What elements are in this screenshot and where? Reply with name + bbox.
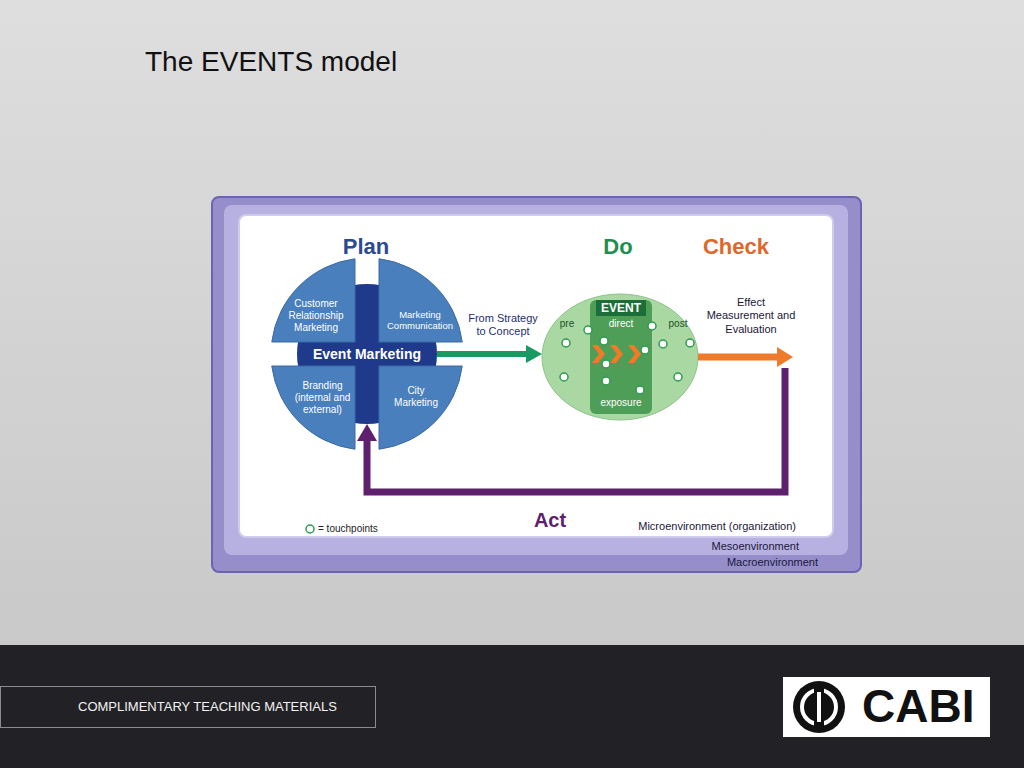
evaluation-arrowhead bbox=[777, 347, 793, 367]
event-heading: EVENT bbox=[596, 300, 646, 316]
text-holder: Macroenvironment bbox=[727, 556, 818, 569]
evaluation-arrow bbox=[698, 354, 779, 361]
marketing-quadrant: Branding (internal and external) bbox=[271, 366, 355, 450]
text-holder: Effect Measurement and Evaluation bbox=[703, 296, 799, 336]
environment-label: Microenvironment (organization) bbox=[638, 520, 796, 533]
touchpoint-dot bbox=[562, 339, 570, 347]
touchpoint-dot bbox=[674, 373, 682, 381]
quadrant-shape bbox=[379, 366, 462, 449]
touchpoint-dot bbox=[584, 326, 592, 334]
footer-band bbox=[0, 645, 1024, 768]
slide-ground bbox=[0, 0, 1024, 645]
phase-label: post bbox=[669, 318, 688, 330]
environment-label: Macroenvironment bbox=[727, 556, 818, 569]
touchpoint-dot bbox=[686, 339, 694, 347]
text-holder: Plan bbox=[343, 234, 389, 260]
connector bbox=[357, 347, 793, 492]
text-holder: EVENT bbox=[596, 300, 646, 316]
environment-label: Mesoenvironment bbox=[712, 540, 799, 553]
text-holder: Check bbox=[703, 234, 769, 260]
touchpoint-dot bbox=[602, 360, 610, 368]
quadrant-shape bbox=[272, 259, 355, 342]
arrowhead bbox=[357, 424, 377, 441]
text-holder: From Strategy to Concept bbox=[463, 312, 543, 338]
text-holder: City Marketing bbox=[389, 385, 444, 409]
touchpoint-dot bbox=[560, 373, 568, 381]
phase-heading: Check bbox=[703, 234, 769, 260]
quadrant-shape bbox=[379, 259, 462, 342]
emblem-bar bbox=[817, 692, 821, 722]
edge-label: Act bbox=[534, 508, 566, 532]
marketing-quadrant: Marketing Communication bbox=[379, 258, 463, 342]
phase-label: pre bbox=[560, 318, 574, 330]
marketing-quadrant: Customer Relationship Marketing bbox=[271, 258, 355, 342]
quadrant-label: Marketing Communication bbox=[384, 309, 456, 332]
edge-label: From Strategy to Concept bbox=[463, 312, 543, 338]
flow-chevron bbox=[628, 345, 641, 363]
act-loop bbox=[367, 368, 785, 492]
phase-label: direct bbox=[609, 318, 633, 330]
text-holder: Act bbox=[534, 508, 566, 532]
text-holder: Branding (internal and external) bbox=[290, 380, 355, 416]
text-holder: Mesoenvironment bbox=[712, 540, 799, 553]
phase-label: exposure bbox=[600, 397, 641, 409]
hub-label: Event Marketing bbox=[313, 346, 421, 363]
quadrant-label: Branding (internal and external) bbox=[290, 380, 355, 416]
text-holder: Microenvironment (organization) bbox=[638, 520, 796, 533]
touchpoint-dot bbox=[600, 337, 608, 345]
text-holder: post bbox=[669, 318, 688, 330]
text-holder: Do bbox=[603, 234, 632, 260]
cabi-emblem bbox=[783, 677, 855, 737]
marketing-quadrant: City Marketing bbox=[379, 366, 463, 450]
emblem-cut bbox=[814, 683, 824, 731]
text-holder: Event Marketing bbox=[313, 346, 421, 363]
text-holder: direct bbox=[609, 318, 633, 330]
text-holder: CABI bbox=[862, 679, 974, 734]
emblem-ring bbox=[802, 690, 836, 724]
quadrant-label: City Marketing bbox=[389, 385, 444, 409]
event-ellipse: EVENT direct exposure pre post bbox=[542, 294, 698, 420]
text-holder: COMPLIMENTARY TEACHING MATERIALS bbox=[78, 699, 337, 715]
event-ellipse-shape bbox=[542, 294, 698, 420]
touchpoint-dot bbox=[648, 322, 656, 330]
text-holder: The EVENTS model bbox=[145, 45, 397, 79]
arrowhead bbox=[526, 345, 542, 363]
phase-heading: Plan bbox=[343, 234, 389, 260]
logo-wordmark: CABI bbox=[862, 679, 974, 734]
footer-box: COMPLIMENTARY TEACHING MATERIALS bbox=[0, 686, 376, 728]
flow-chevron bbox=[610, 345, 623, 363]
touchpoint-dot bbox=[659, 340, 667, 348]
quadrant-shape bbox=[272, 366, 355, 449]
phase-heading: Do bbox=[603, 234, 632, 260]
touchpoint-dot bbox=[641, 346, 649, 354]
text-holder: Marketing Communication bbox=[384, 309, 456, 332]
touchpoint-sample bbox=[306, 525, 314, 533]
quadrant-label: Customer Relationship Marketing bbox=[285, 298, 347, 334]
slide-title: The EVENTS model bbox=[145, 45, 397, 79]
text-holder: exposure bbox=[600, 397, 641, 409]
text-holder: pre bbox=[560, 318, 574, 330]
legend-swatch bbox=[304, 523, 316, 535]
strategy-arrow bbox=[437, 351, 528, 357]
cabi-logo-box: CABI bbox=[783, 677, 990, 737]
check-note: Effect Measurement and Evaluation bbox=[703, 296, 799, 336]
touchpoint-dot bbox=[636, 386, 644, 394]
connector bbox=[437, 345, 542, 363]
legend-text: = touchpoints bbox=[318, 523, 378, 535]
footer-text: COMPLIMENTARY TEACHING MATERIALS bbox=[78, 699, 337, 715]
touchpoint-dot bbox=[602, 377, 610, 385]
text-holder: = touchpoints bbox=[318, 523, 378, 535]
text-holder: Customer Relationship Marketing bbox=[285, 298, 347, 334]
emblem-disc bbox=[793, 681, 845, 733]
